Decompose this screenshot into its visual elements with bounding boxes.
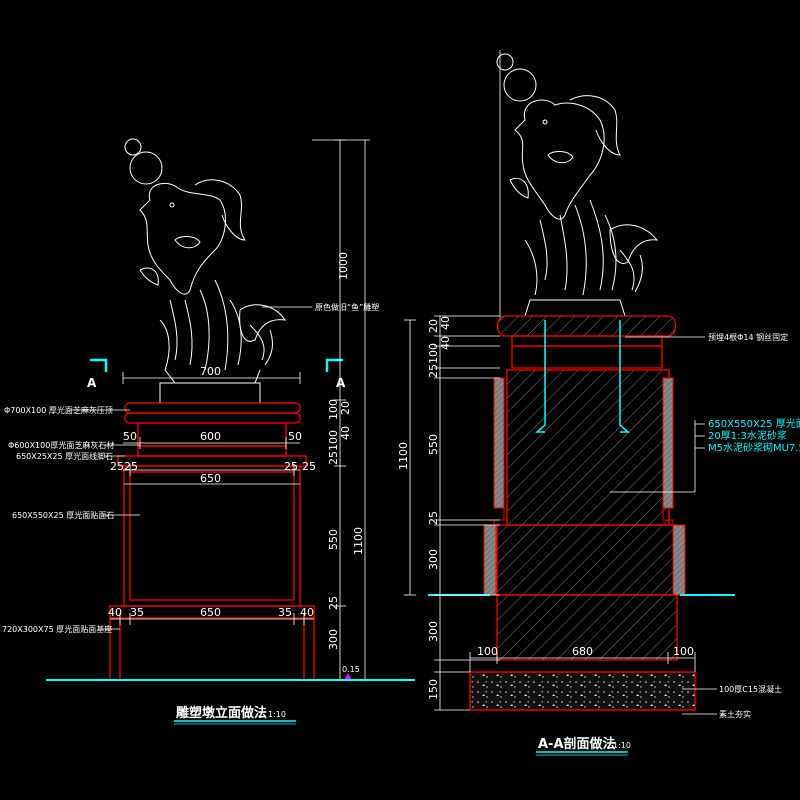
sec-h-300b: 300 xyxy=(427,621,440,642)
dim-base-r1: 40 xyxy=(300,606,314,619)
sec-h-550: 550 xyxy=(427,434,440,455)
section-hdims xyxy=(469,652,696,672)
statue-label: 原色做旧“鱼”雕塑 xyxy=(315,302,379,312)
sec-h-40b: 40 xyxy=(439,336,452,350)
dim-body-right2: 25 xyxy=(284,460,298,473)
dim-h-stack: 25100 xyxy=(327,430,340,465)
level-marker xyxy=(344,673,352,680)
section-marker-right: A xyxy=(325,358,346,390)
section-vdims xyxy=(404,315,500,711)
label-anchor: 预埋4根Φ14 钢丝固定 xyxy=(708,332,788,342)
sec-h-20: 20 xyxy=(427,319,440,333)
label-band: 650X25X25 厚光面线脚石 xyxy=(16,451,113,461)
section-body xyxy=(483,369,686,661)
dim-cap-left: 50 xyxy=(123,430,137,443)
section-marker-left: A xyxy=(87,358,108,390)
sec-w-680: 680 xyxy=(572,645,593,658)
elevation-hdims xyxy=(110,437,314,625)
fish-statue-section xyxy=(496,53,659,317)
label-core: M5水泥砂浆砌MU7.5 砖砌 xyxy=(708,441,800,454)
dim-body-650: 650 xyxy=(200,472,221,485)
dim-base-l1: 40 xyxy=(108,606,122,619)
dim-h-550: 550 xyxy=(327,529,340,550)
dim-h-1000: 1000 xyxy=(337,252,350,280)
foundation-concrete xyxy=(469,671,696,711)
section-title: A-A剖面做法 xyxy=(538,736,616,752)
dim-base-r2: 35 xyxy=(278,606,292,619)
dim-h-20: 20 xyxy=(339,401,352,415)
dim-h-300: 300 xyxy=(327,629,340,650)
sec-w-100r: 100 xyxy=(673,645,694,658)
fish-statue-elevation xyxy=(124,138,287,404)
dim-h-100: 100 xyxy=(327,399,340,420)
section-view: 20 40 40 25100 550 25 300 1100 300 150 1… xyxy=(397,50,800,756)
dim-cap-600: 600 xyxy=(200,430,221,443)
svg-text:A: A xyxy=(336,376,346,390)
dim-body-left2: 25 xyxy=(124,460,138,473)
label-found: 100厚C15混凝土 xyxy=(719,684,782,694)
sec-w-100l: 100 xyxy=(477,645,498,658)
dim-base-l2: 35 xyxy=(130,606,144,619)
sec-h-300: 300 xyxy=(427,549,440,570)
dim-cap-right: 50 xyxy=(288,430,302,443)
label-soil: 素土夯实 xyxy=(719,709,751,719)
sec-h-40: 40 xyxy=(439,316,452,330)
anchor-bars xyxy=(535,320,630,433)
elevation-title: 雕塑墩立面做法 xyxy=(176,705,267,721)
sec-h-25: 25 xyxy=(427,511,440,525)
dim-body-right: 25 xyxy=(302,460,316,473)
label-mortar: 20厚1:3水泥砂浆 xyxy=(708,429,787,442)
label-face: 650X550X25 厚光面贴面 xyxy=(708,417,800,430)
label-body: 650X550X25 厚光面贴面石 xyxy=(12,510,114,520)
dim-h-25: 25 xyxy=(327,596,340,610)
label-base: 720X300X75 厚光面贴面基座 xyxy=(2,624,112,634)
level-label: 0.15 xyxy=(342,665,360,674)
dim-body-left: 25 xyxy=(110,460,124,473)
dim-base-650: 650 xyxy=(200,606,221,619)
sec-h-stack: 25100 xyxy=(427,343,440,378)
elevation-view: 原色做旧“鱼”雕塑 A A 700 xyxy=(2,138,415,725)
svg-text:A: A xyxy=(87,376,97,390)
sec-h-150: 150 xyxy=(427,679,440,700)
pedestal-elevation xyxy=(109,402,315,681)
elevation-vdims xyxy=(312,139,371,681)
section-scale: 1:10 xyxy=(613,741,631,750)
label-top-slab: Φ700X100 厚光面芝麻灰压顶 xyxy=(4,405,113,415)
elevation-leaders xyxy=(70,409,140,630)
section-cap xyxy=(496,315,677,369)
dim-top-700 xyxy=(122,372,301,384)
elevation-scale: 1:10 xyxy=(268,710,286,719)
dim-h-1100: 1100 xyxy=(352,527,365,555)
label-cap: Φ600X100厚光面芝麻灰石材 xyxy=(8,440,114,450)
sec-h-1100: 1100 xyxy=(397,442,410,470)
dim-700-label: 700 xyxy=(200,365,221,378)
section-leaders xyxy=(610,336,717,715)
dim-h-40: 40 xyxy=(339,426,352,440)
